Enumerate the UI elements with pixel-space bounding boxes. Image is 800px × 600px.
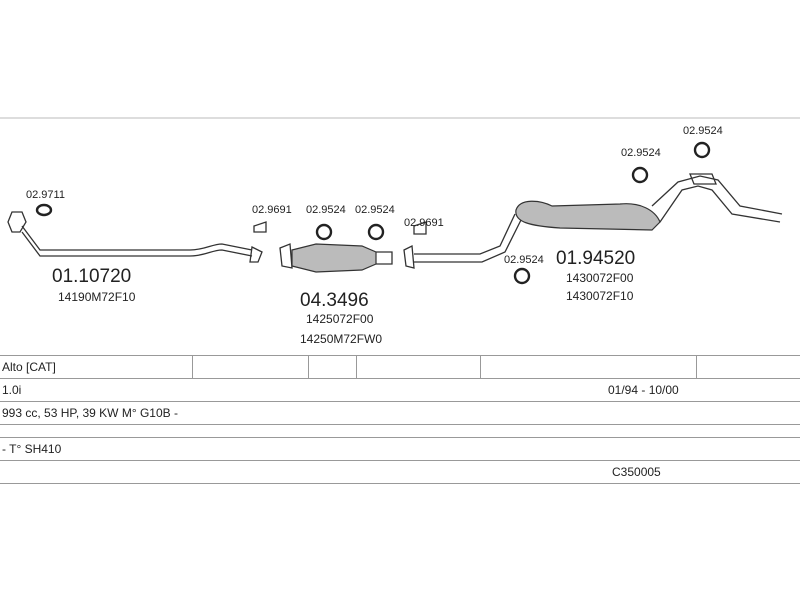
catalyst-ref-2: 14250M72FW0: [300, 332, 382, 346]
divider: [356, 356, 357, 378]
hanger-ring-icon[interactable]: [35, 203, 53, 217]
table-row: C350005: [0, 460, 800, 484]
front-pipe-part[interactable]: [7, 211, 263, 263]
rear-silencer-ref-1: 1430072F00: [566, 271, 634, 285]
divider: [308, 356, 309, 378]
gasket-icon[interactable]: [253, 221, 267, 233]
table-row: Alto [CAT]: [0, 355, 800, 378]
catalog-code: C350005: [612, 465, 661, 479]
vehicle-specs: 993 cc, 53 HP, 39 KW M° G10B -: [2, 406, 178, 420]
rubber-mount-icon[interactable]: [513, 267, 531, 285]
rear-silencer-ref-2: 1430072F10: [566, 289, 634, 303]
rear-silencer-number: 01.94520: [556, 248, 635, 269]
gasket-icon[interactable]: [413, 221, 427, 235]
catalyst-ref-1: 1425072F00: [306, 312, 374, 326]
accessory-label: 02.9524: [306, 204, 346, 216]
accessory-label: 02.9691: [404, 217, 444, 229]
vehicle-model: Alto [CAT]: [2, 360, 56, 374]
table-spacer-row: [0, 424, 800, 437]
divider: [480, 356, 481, 378]
front-pipe-number: 01.10720: [52, 266, 131, 287]
accessory-label: 02.9691: [252, 204, 292, 216]
accessory-label: 02.9524: [355, 204, 395, 216]
table-row: 993 cc, 53 HP, 39 KW M° G10B -: [0, 401, 800, 424]
vehicle-type: - T° SH410: [2, 442, 62, 456]
catalyst-part[interactable]: [279, 243, 393, 273]
table-row: 1.0i 01/94 - 10/00: [0, 378, 800, 401]
divider: [192, 356, 193, 378]
rear-silencer-part[interactable]: [403, 173, 783, 269]
rubber-mount-icon[interactable]: [315, 223, 333, 241]
divider: [696, 356, 697, 378]
rubber-mount-icon[interactable]: [693, 141, 711, 159]
catalyst-number: 04.3496: [300, 290, 369, 311]
vehicle-engine: 1.0i: [2, 383, 22, 397]
accessory-label: 02.9524: [504, 254, 544, 266]
vehicle-info-table: Alto [CAT] 1.0i 01/94 - 10/00 993 cc, 53…: [0, 355, 800, 484]
rubber-mount-icon[interactable]: [367, 223, 385, 241]
front-pipe-ref: 14190M72F10: [58, 290, 136, 304]
accessory-label: 02.9524: [621, 147, 661, 159]
table-row: - T° SH410: [0, 437, 800, 460]
vehicle-period: 01/94 - 10/00: [608, 383, 679, 397]
rubber-mount-icon[interactable]: [631, 166, 649, 184]
accessory-label: 02.9711: [26, 189, 65, 201]
accessory-label: 02.9524: [683, 125, 723, 137]
